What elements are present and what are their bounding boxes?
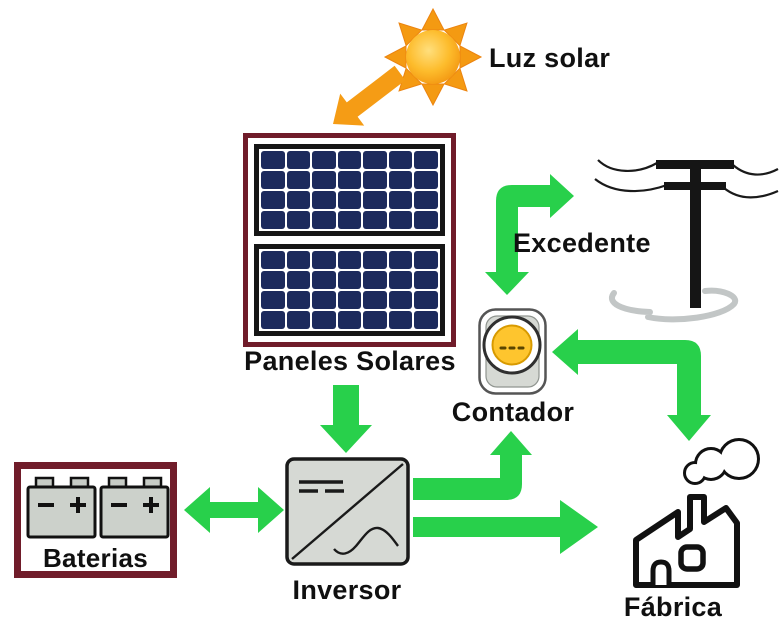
solar-cell: [363, 251, 387, 269]
solar-cell: [312, 271, 336, 289]
solar-cell: [286, 311, 311, 329]
solar-cell: [312, 311, 336, 329]
solar-cell: [363, 151, 387, 169]
solar-cell: [388, 191, 413, 209]
pole-base-swirl: [609, 287, 739, 323]
sun-label: Luz solar: [489, 43, 611, 73]
solar-cell: [388, 171, 413, 189]
solar-cell: [337, 151, 362, 169]
solar-cell: [414, 311, 438, 329]
solar-cell: [414, 191, 438, 209]
factory-icon: [633, 438, 760, 588]
batteries-label: Baterias: [42, 543, 149, 573]
solar-cell: [261, 271, 285, 289]
solar-cell: [363, 291, 387, 309]
solar-cell: [363, 311, 387, 329]
solar-cell: [337, 251, 362, 269]
solar-cell: [363, 191, 387, 209]
solar-cell: [261, 251, 285, 269]
solar-cell: [388, 211, 413, 229]
solar-cell: [312, 211, 336, 229]
inverter-label: Inversor: [292, 575, 402, 605]
solar-cell: [261, 211, 285, 229]
arrow-panels-to-inverter: [320, 385, 372, 453]
meter-label: Contador: [451, 397, 575, 427]
solar-panel-icon: [254, 244, 445, 336]
meter-icon: [478, 308, 547, 395]
surplus-label: Excedente: [513, 228, 651, 258]
solar-cell: [388, 311, 413, 329]
solar-cell: [388, 151, 413, 169]
smoke-cloud-icon: [683, 438, 760, 485]
solar-cell: [414, 151, 438, 169]
solar-cell: [337, 211, 362, 229]
solar-cell: [312, 291, 336, 309]
solar-panels-label: Paneles Solares: [244, 346, 456, 376]
solar-cell: [286, 211, 311, 229]
solar-cell: [261, 171, 285, 189]
solar-cell: [286, 171, 311, 189]
solar-cell: [312, 251, 336, 269]
solar-cell: [388, 291, 413, 309]
factory-door: [650, 559, 672, 588]
solar-cell: [388, 251, 413, 269]
solar-cell: [261, 191, 285, 209]
factory-label: Fábrica: [623, 592, 723, 622]
solar-cell: [337, 271, 362, 289]
solar-cell: [337, 311, 362, 329]
solar-cell: [414, 171, 438, 189]
solar-cell: [414, 271, 438, 289]
solar-cell: [261, 151, 285, 169]
solar-cell: [286, 271, 311, 289]
arrow-batteries-inverter-bidirectional: [184, 487, 284, 533]
solar-cell: [337, 291, 362, 309]
solar-panel-icon: [254, 144, 445, 236]
solar-cell: [312, 151, 336, 169]
solar-cell: [414, 291, 438, 309]
arrow-sun-to-panels: [333, 65, 406, 126]
solar-cell: [286, 191, 311, 209]
solar-cell: [312, 191, 336, 209]
inverter-icon: [285, 457, 410, 566]
solar-panel-cells: [259, 149, 440, 231]
solar-panels-box: [243, 133, 456, 347]
solar-cell: [337, 171, 362, 189]
solar-cell: [286, 251, 311, 269]
solar-cell: [261, 311, 285, 329]
solar-cell: [312, 171, 336, 189]
sun-icon: [383, 7, 483, 107]
arrow-inverter-to-meter: [413, 431, 532, 500]
solar-panel-cells: [259, 249, 440, 331]
solar-cell: [261, 291, 285, 309]
solar-cell: [363, 271, 387, 289]
solar-cell: [414, 251, 438, 269]
factory-window: [678, 544, 706, 572]
solar-cell: [363, 211, 387, 229]
solar-cell: [286, 151, 311, 169]
solar-cell: [337, 191, 362, 209]
solar-cell: [414, 211, 438, 229]
solar-cell: [363, 171, 387, 189]
arrow-inverter-to-factory: [413, 500, 598, 554]
solar-cell: [388, 271, 413, 289]
solar-cell: [286, 291, 311, 309]
